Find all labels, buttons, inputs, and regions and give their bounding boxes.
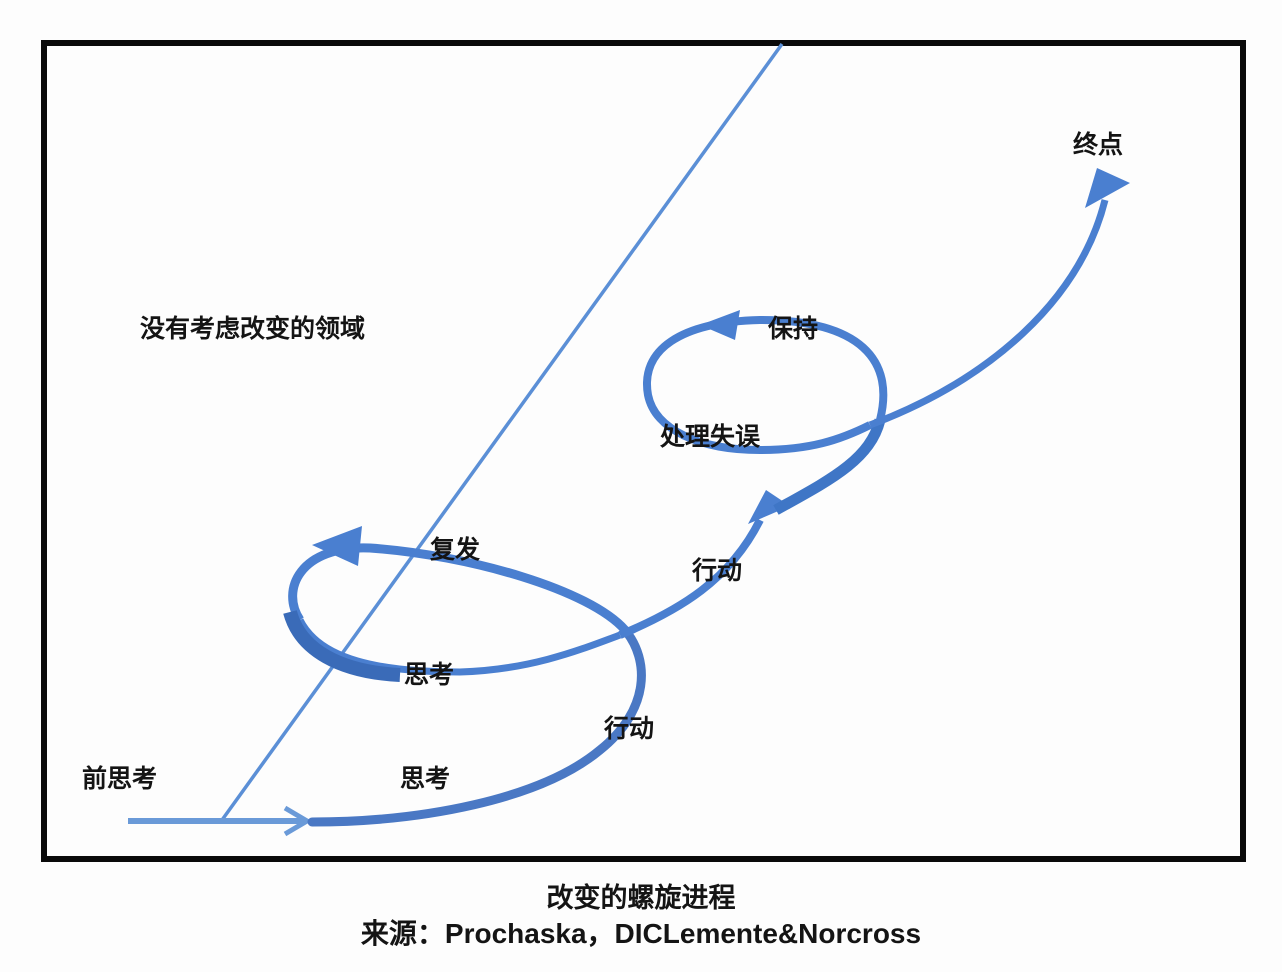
diagram-frame <box>41 40 1246 862</box>
relapse-loop <box>288 543 629 634</box>
diagram-source: 来源：Prochaska，DICLemente&Norcross <box>360 918 922 949</box>
spiral-path-action <box>618 518 764 639</box>
maintenance-arrowhead-icon <box>700 310 740 340</box>
end-arrowhead-icon <box>1085 168 1130 208</box>
maintenance-loop <box>643 315 888 455</box>
label-handling-lapse: 处理失误 <box>660 422 761 451</box>
region-label: 没有考虑改变的领域 <box>140 314 366 343</box>
label-maintenance: 保持 <box>768 314 819 343</box>
label-action-1: 行动 <box>604 714 655 743</box>
label-end: 终点 <box>1073 130 1124 159</box>
label-relapse: 复发 <box>430 535 481 564</box>
label-action-2: 行动 <box>692 556 743 585</box>
label-precontemplation: 前思考 <box>82 764 158 793</box>
diagram-title: 改变的螺旋进程 <box>546 883 736 914</box>
label-contemplation-2: 思考 <box>404 660 455 689</box>
label-contemplation-1: 思考 <box>400 764 451 793</box>
spiral-path-end <box>868 199 1109 429</box>
start-arrow-icon <box>128 805 312 837</box>
spiral-path-contemplation <box>307 625 646 827</box>
boundary-line <box>220 42 784 822</box>
relapse-arrowhead-icon <box>312 526 362 566</box>
action-arrowhead-icon <box>748 490 790 524</box>
